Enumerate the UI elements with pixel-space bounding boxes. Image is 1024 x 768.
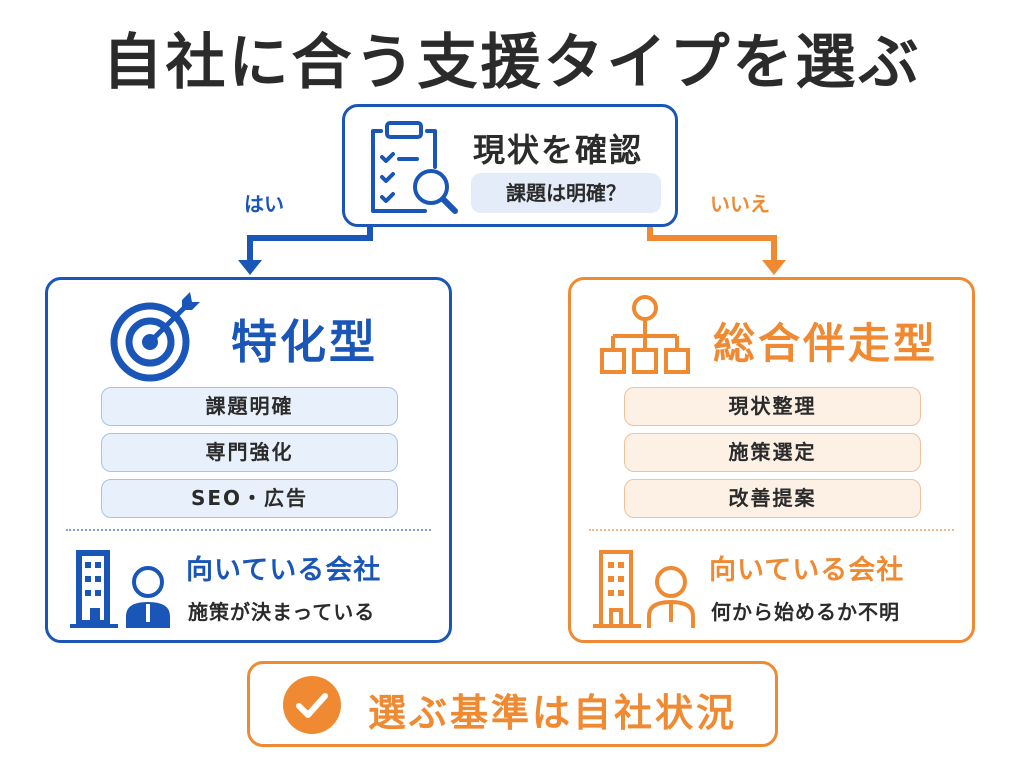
building-person-icon — [593, 550, 695, 628]
yes-arrowhead — [238, 260, 262, 275]
specialized-type-card: 特化型 課題明確 専門強化 SEO・広告 向いている会社 施策が決まっている — [45, 277, 452, 643]
feature-pill: SEO・広告 — [101, 479, 398, 518]
feature-pill: 施策選定 — [624, 433, 921, 472]
suited-heading: 向いている会社 — [186, 555, 382, 586]
feature-pill: 現状整理 — [624, 387, 921, 426]
start-node: 現状を確認 課題は明確？ — [342, 104, 678, 227]
yes-label: はい — [244, 192, 284, 216]
conclusion-text: 選ぶ基準は自社状況 — [368, 691, 738, 735]
no-arrowhead — [762, 260, 786, 275]
suited-text: 何から始めるか不明 — [711, 600, 900, 624]
feature-pill: 改善提案 — [624, 479, 921, 518]
type-title: 総合伴走型 — [713, 319, 939, 368]
suited-text: 施策が決まっている — [188, 600, 376, 624]
comprehensive-type-card: 総合伴走型 現状整理 施策選定 改善提案 向いている会社 何から始めるか不明 — [568, 277, 975, 643]
feature-pill: 専門強化 — [101, 433, 398, 472]
start-title: 現状を確認 — [473, 131, 644, 169]
target-icon — [110, 292, 200, 382]
type-title: 特化型 — [231, 315, 378, 369]
org-chart-icon — [600, 295, 690, 374]
check-circle-icon — [283, 676, 341, 734]
suited-heading: 向いている会社 — [709, 555, 905, 586]
page-title: 自社に合う支援タイプを選ぶ — [102, 28, 922, 98]
building-person-icon — [70, 550, 170, 628]
divider — [589, 529, 954, 531]
start-question: 課題は明確？ — [471, 173, 661, 213]
divider — [66, 529, 431, 531]
feature-pill: 課題明確 — [101, 387, 398, 426]
no-label: いいえ — [710, 192, 770, 216]
conclusion-box: 選ぶ基準は自社状況 — [247, 661, 778, 747]
clipboard-search-icon — [371, 121, 458, 214]
yes-connector — [247, 227, 373, 262]
no-connector — [647, 227, 777, 262]
